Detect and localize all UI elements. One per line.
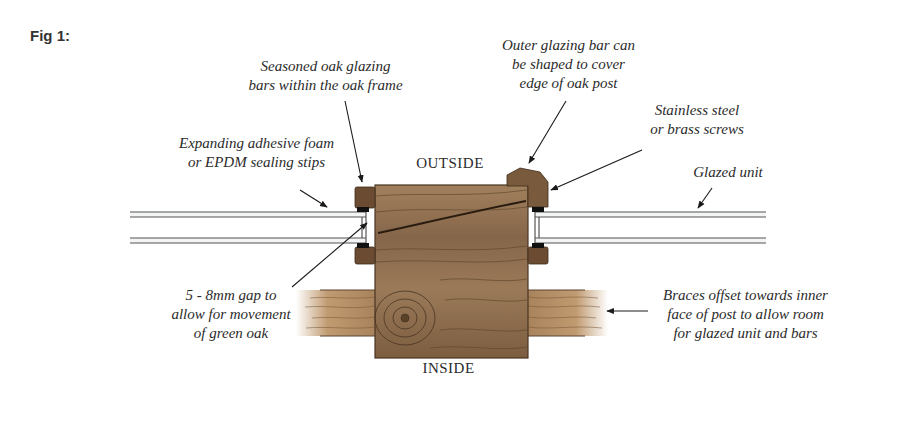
callout-note: 5 - 8mm gap to allow for movement of gre…	[170, 286, 292, 343]
callout-note: Seasoned oak glazing bars within the oak…	[247, 57, 404, 95]
callout-note: Stainless steel or brass screws	[649, 101, 745, 139]
callout-note: Glazed unit	[692, 163, 764, 182]
sealing-strip	[357, 207, 544, 248]
figure-title: Fig 1:	[30, 26, 70, 45]
side-label: INSIDE	[421, 359, 476, 378]
side-label: OUTSIDE	[415, 154, 485, 173]
leader-line	[292, 101, 712, 311]
callout-note: Braces offset towards inner face of post…	[662, 286, 829, 343]
glazing-bar	[355, 168, 548, 264]
callout-note: Outer glazing bar can be shaped to cover…	[501, 36, 636, 93]
callout-note: Expanding adhesive foam or EPDM sealing …	[178, 134, 335, 172]
oak-post	[375, 185, 528, 358]
